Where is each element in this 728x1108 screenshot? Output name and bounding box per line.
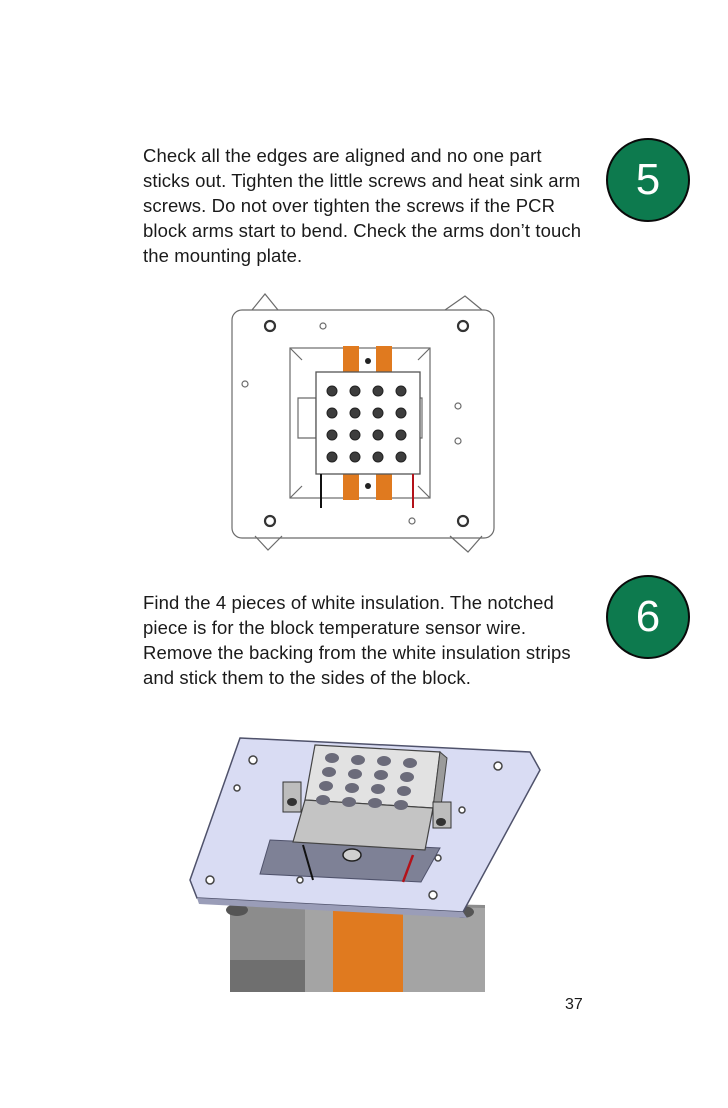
step-5-instructions: Check all the edges are aligned and no o… bbox=[143, 145, 582, 266]
step-5-badge: 5 bbox=[606, 138, 690, 222]
top-view-assembly-diagram bbox=[231, 293, 495, 553]
perspective-assembly-render bbox=[189, 737, 541, 992]
step-6-instructions: Find the 4 pieces of white insulation. T… bbox=[143, 592, 571, 688]
step-6-badge: 6 bbox=[606, 575, 690, 659]
page-number: 37 bbox=[565, 996, 583, 1013]
